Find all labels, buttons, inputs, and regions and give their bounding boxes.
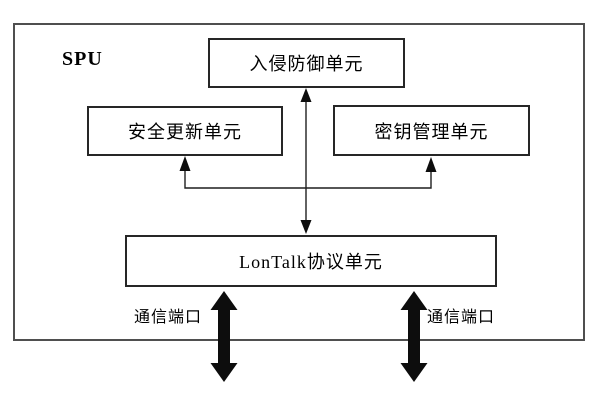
port-label-left: 通信端口 (133, 309, 202, 326)
node-lontalk-protocol-unit: LonTalk协议单元 (125, 235, 497, 287)
node-security-update-unit: 安全更新单元 (87, 106, 283, 156)
spu-title: SPU (62, 48, 103, 70)
node-label: 密钥管理单元 (374, 121, 489, 142)
node-label: LonTalk协议单元 (239, 252, 383, 272)
node-label: 入侵防御单元 (249, 54, 364, 74)
node-intrusion-prevention-unit: 入侵防御单元 (208, 38, 405, 88)
port-label-right: 通信端口 (427, 309, 496, 326)
node-key-management-unit: 密钥管理单元 (333, 105, 530, 156)
node-label: 安全更新单元 (128, 122, 242, 142)
